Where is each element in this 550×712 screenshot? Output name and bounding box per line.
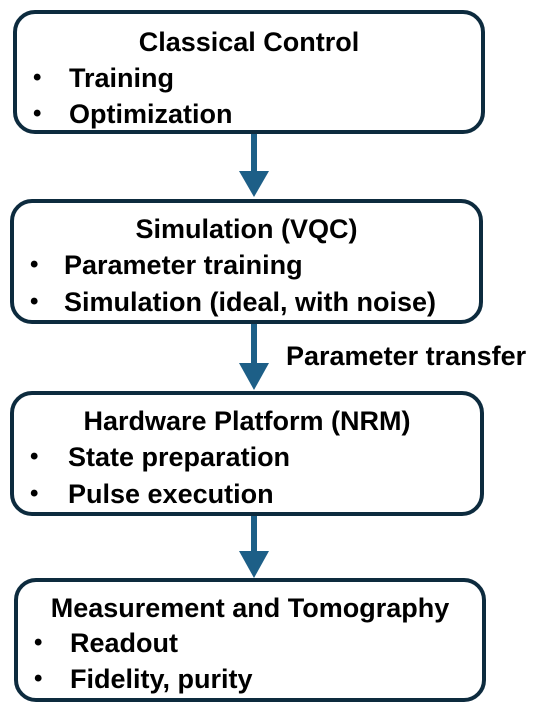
simulation-box: Simulation (VQC) • Parameter training • … <box>10 199 483 324</box>
box-title: Classical Control <box>138 27 360 57</box>
arrow-classical-to-simulation <box>239 134 269 197</box>
list-item: State preparation <box>68 442 291 472</box>
parameter-transfer-label: Parameter transfer <box>286 341 527 371</box>
bullet-icon: • <box>30 288 39 315</box>
arrow-simulation-to-hardware <box>239 323 269 390</box>
hardware-platform-box: Hardware Platform (NRM) • State preparat… <box>10 391 484 516</box>
list-item: Pulse execution <box>68 479 274 509</box>
list-item: Fidelity, purity <box>70 664 253 694</box>
box-title: Simulation (VQC) <box>135 214 358 244</box>
list-item: Parameter training <box>64 250 303 280</box>
list-item: Simulation (ideal, with noise) <box>64 287 437 317</box>
list-item: Optimization <box>69 99 233 129</box>
bullet-icon: • <box>30 251 39 278</box>
measurement-tomography-box: Measurement and Tomography • Readout • F… <box>14 578 486 702</box>
list-item: Readout <box>70 628 178 658</box>
classical-control-box: Classical Control • Training • Optimizat… <box>13 10 485 134</box>
bullet-icon: • <box>30 443 39 470</box>
bullet-icon: • <box>33 100 42 127</box>
bullet-icon: • <box>34 629 43 656</box>
bullet-icon: • <box>30 480 39 507</box>
box-title: Measurement and Tomography <box>50 593 450 623</box>
box-title: Hardware Platform (NRM) <box>83 406 411 436</box>
bullet-icon: • <box>34 665 43 692</box>
arrow-hardware-to-measurement <box>239 516 269 578</box>
list-item: Training <box>69 63 175 93</box>
bullet-icon: • <box>33 64 42 91</box>
